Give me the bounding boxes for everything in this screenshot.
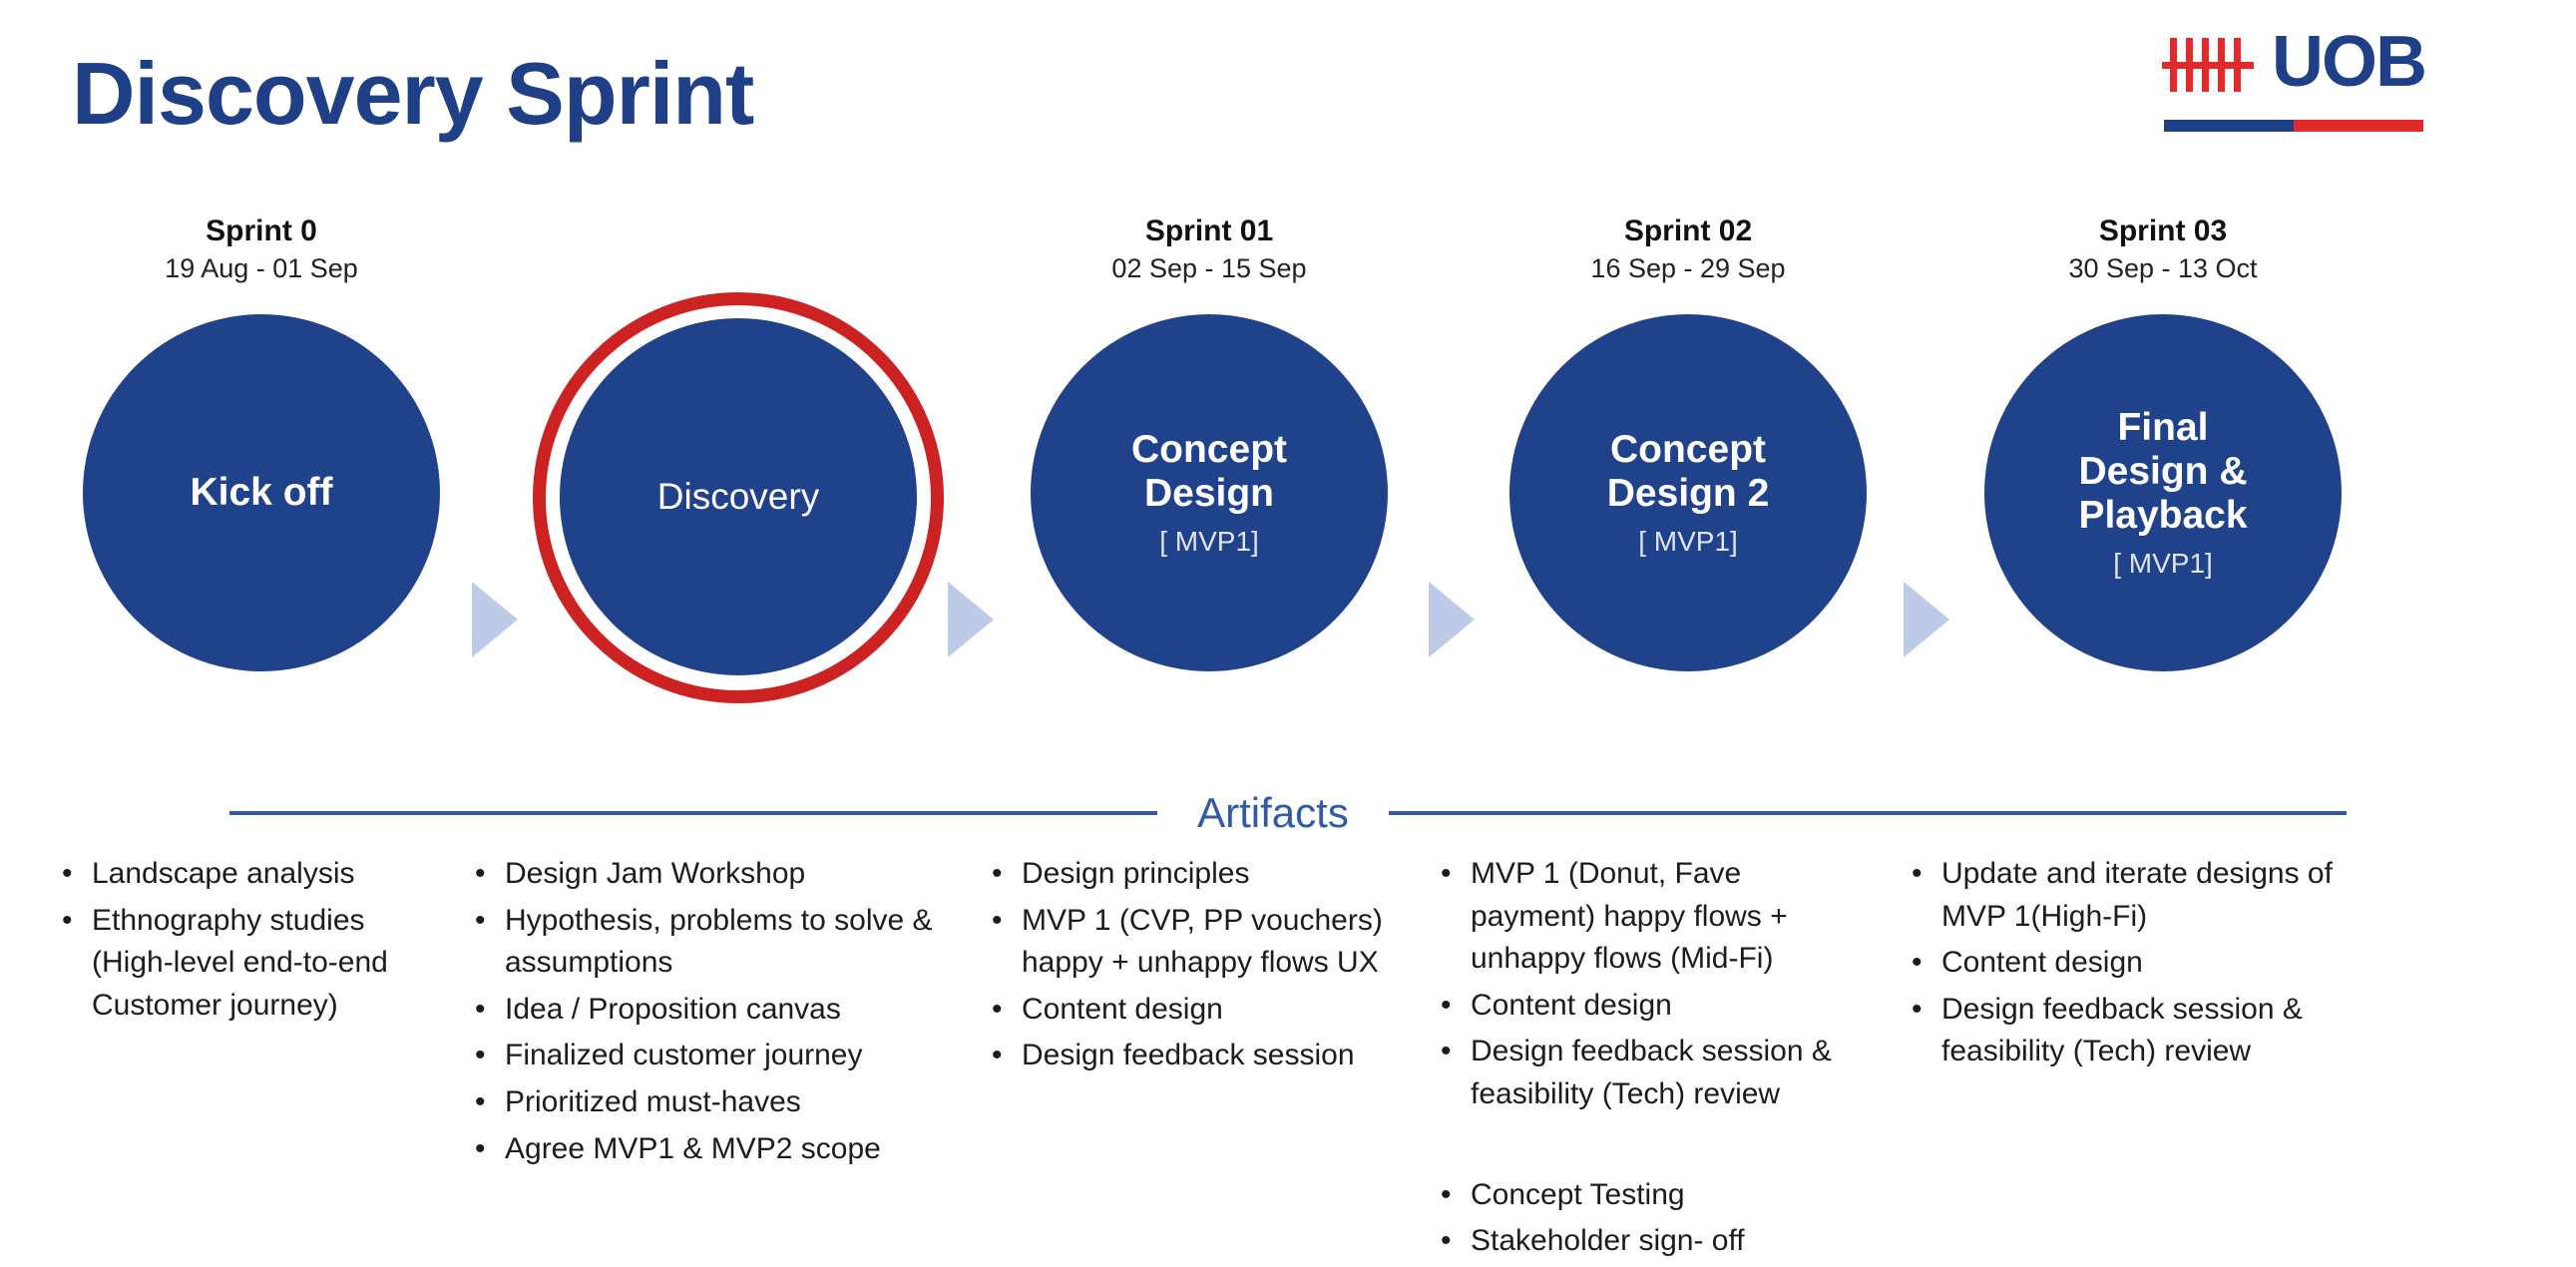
sprint-stage-name: Sprint 03 [2098, 214, 2228, 247]
artifact-item: Landscape analysis [58, 853, 437, 896]
stage-arrow-icon [1429, 582, 1475, 657]
sprint-stage-name: Sprint 02 [1623, 214, 1753, 247]
artifact-column: Landscape analysisEthnography studies (H… [0, 853, 459, 1267]
sprint-bubble[interactable]: Concept Design [ MVP1] [1031, 314, 1388, 671]
sprint-stage-header [539, 218, 938, 308]
artifact-item: Content design [1437, 985, 1864, 1028]
artifact-item: Hypothesis, problems to solve & assumpti… [471, 900, 946, 985]
artifact-item: MVP 1 (Donut, Fave payment) happy flows … [1437, 853, 1864, 981]
sprint-stage-dates: 30 Sep - 13 Oct [2068, 252, 2258, 283]
sprint-bubble-wrapper: Concept Design 2 [ MVP1] [1489, 304, 1888, 683]
sprint-stage-header: Sprint 01 02 Sep - 15 Sep [1010, 214, 1409, 304]
uob-tally-mark-icon [2162, 38, 2254, 92]
artifact-column: Design principlesMVP 1 (CVP, PP vouchers… [968, 853, 1417, 1267]
sprint-bubble-label: Concept Design 2 [1606, 427, 1770, 516]
artifact-item: Design Jam Workshop [471, 853, 946, 896]
sprint-bubble-wrapper: Discovery [533, 292, 944, 703]
stage-arrow-icon [1904, 582, 1949, 657]
sprint-bubble-label: Final Design & Playback [2078, 405, 2248, 538]
sprint-bubble-sublabel: [ MVP1] [1159, 525, 1259, 557]
sprint-stage-header: Sprint 02 16 Sep - 29 Sep [1489, 214, 1888, 304]
sprint-bubble-sublabel: [ MVP1] [1638, 525, 1738, 557]
artifacts-heading: Artifacts [1197, 789, 1349, 836]
artifact-column: Design Jam WorkshopHypothesis, problems … [459, 853, 968, 1267]
artifact-item: Content design [1908, 942, 2382, 985]
uob-logo: UOB [2162, 22, 2427, 132]
sprint-stage-dates: 16 Sep - 29 Sep [1590, 252, 1786, 283]
sprint-bubble[interactable]: Concept Design 2 [ MVP1] [1509, 314, 1867, 671]
artifact-item: Design feedback session [988, 1035, 1395, 1077]
artifact-item: Ethnography studies (High-level end-to-e… [58, 900, 437, 1028]
artifact-item: Content design [988, 989, 1395, 1032]
artifact-item: Design principles [988, 853, 1395, 896]
sprint-bubble-wrapper: Final Design & Playback [ MVP1] [1963, 304, 2362, 683]
sprint-bubble[interactable]: Final Design & Playback [ MVP1] [1984, 314, 2342, 671]
stage-arrow-icon [948, 582, 994, 657]
sprint-stage-name: Sprint 01 [1144, 214, 1274, 247]
stage-arrow-icon [472, 582, 518, 657]
artifact-item: Idea / Proposition canvas [471, 989, 946, 1032]
artifacts-rule-left [229, 811, 1158, 815]
artifact-item: Stakeholder sign- off [1437, 1220, 1864, 1263]
artifact-columns: Landscape analysisEthnography studies (H… [0, 853, 2576, 1267]
artifact-item: Agree MVP1 & MVP2 scope [471, 1128, 946, 1171]
sprint-bubble[interactable]: Kick off [83, 314, 440, 671]
artifact-item: Prioritized must-haves [471, 1081, 946, 1124]
sprint-bubble-label: Kick off [190, 470, 333, 514]
logo-rule-blue [2164, 120, 2294, 132]
artifact-group-spacer [1437, 1120, 1864, 1174]
sprint-bubble-wrapper: Concept Design [ MVP1] [1010, 304, 1409, 683]
artifact-column: Update and iterate designs of MVP 1(High… [1886, 853, 2404, 1267]
sprint-bubble-wrapper: Kick off [62, 304, 461, 683]
sprint-bubble[interactable]: Discovery [560, 318, 917, 675]
uob-wordmark: UOB [2272, 22, 2427, 102]
sprint-stage-name: Sprint 0 [206, 214, 317, 247]
sprint-bubble-sublabel: [ MVP1] [2113, 547, 2213, 579]
artifact-column: MVP 1 (Donut, Fave payment) happy flows … [1417, 853, 1886, 1267]
artifact-item: Design feedback session & feasibility (T… [1908, 989, 2382, 1073]
sprint-stage[interactable]: Discovery [533, 214, 944, 703]
artifacts-divider: Artifacts [0, 783, 2576, 843]
sprint-bubble-label: Concept Design [1131, 427, 1287, 516]
artifact-item: Design feedback session & feasibility (T… [1437, 1031, 1864, 1115]
artifact-item: MVP 1 (CVP, PP vouchers) happy + unhappy… [988, 900, 1395, 985]
artifacts-rule-right [1388, 811, 2347, 815]
sprint-bubble-label: Discovery [656, 475, 820, 517]
artifact-item: Finalized customer journey [471, 1035, 946, 1077]
artifact-item: Update and iterate designs of MVP 1(High… [1908, 853, 2382, 938]
sprint-stage-header: Sprint 03 30 Sep - 13 Oct [1963, 214, 2362, 304]
page-title: Discovery Sprint [72, 44, 754, 143]
sprint-stage-dates: 19 Aug - 01 Sep [165, 252, 358, 283]
logo-rule-red [2294, 120, 2423, 132]
sprint-stage-dates: 02 Sep - 15 Sep [1111, 252, 1307, 283]
sprint-stage-header: Sprint 0 19 Aug - 01 Sep [62, 214, 461, 304]
artifact-item: Concept Testing [1437, 1174, 1864, 1217]
uob-logo-rule [2164, 120, 2423, 132]
